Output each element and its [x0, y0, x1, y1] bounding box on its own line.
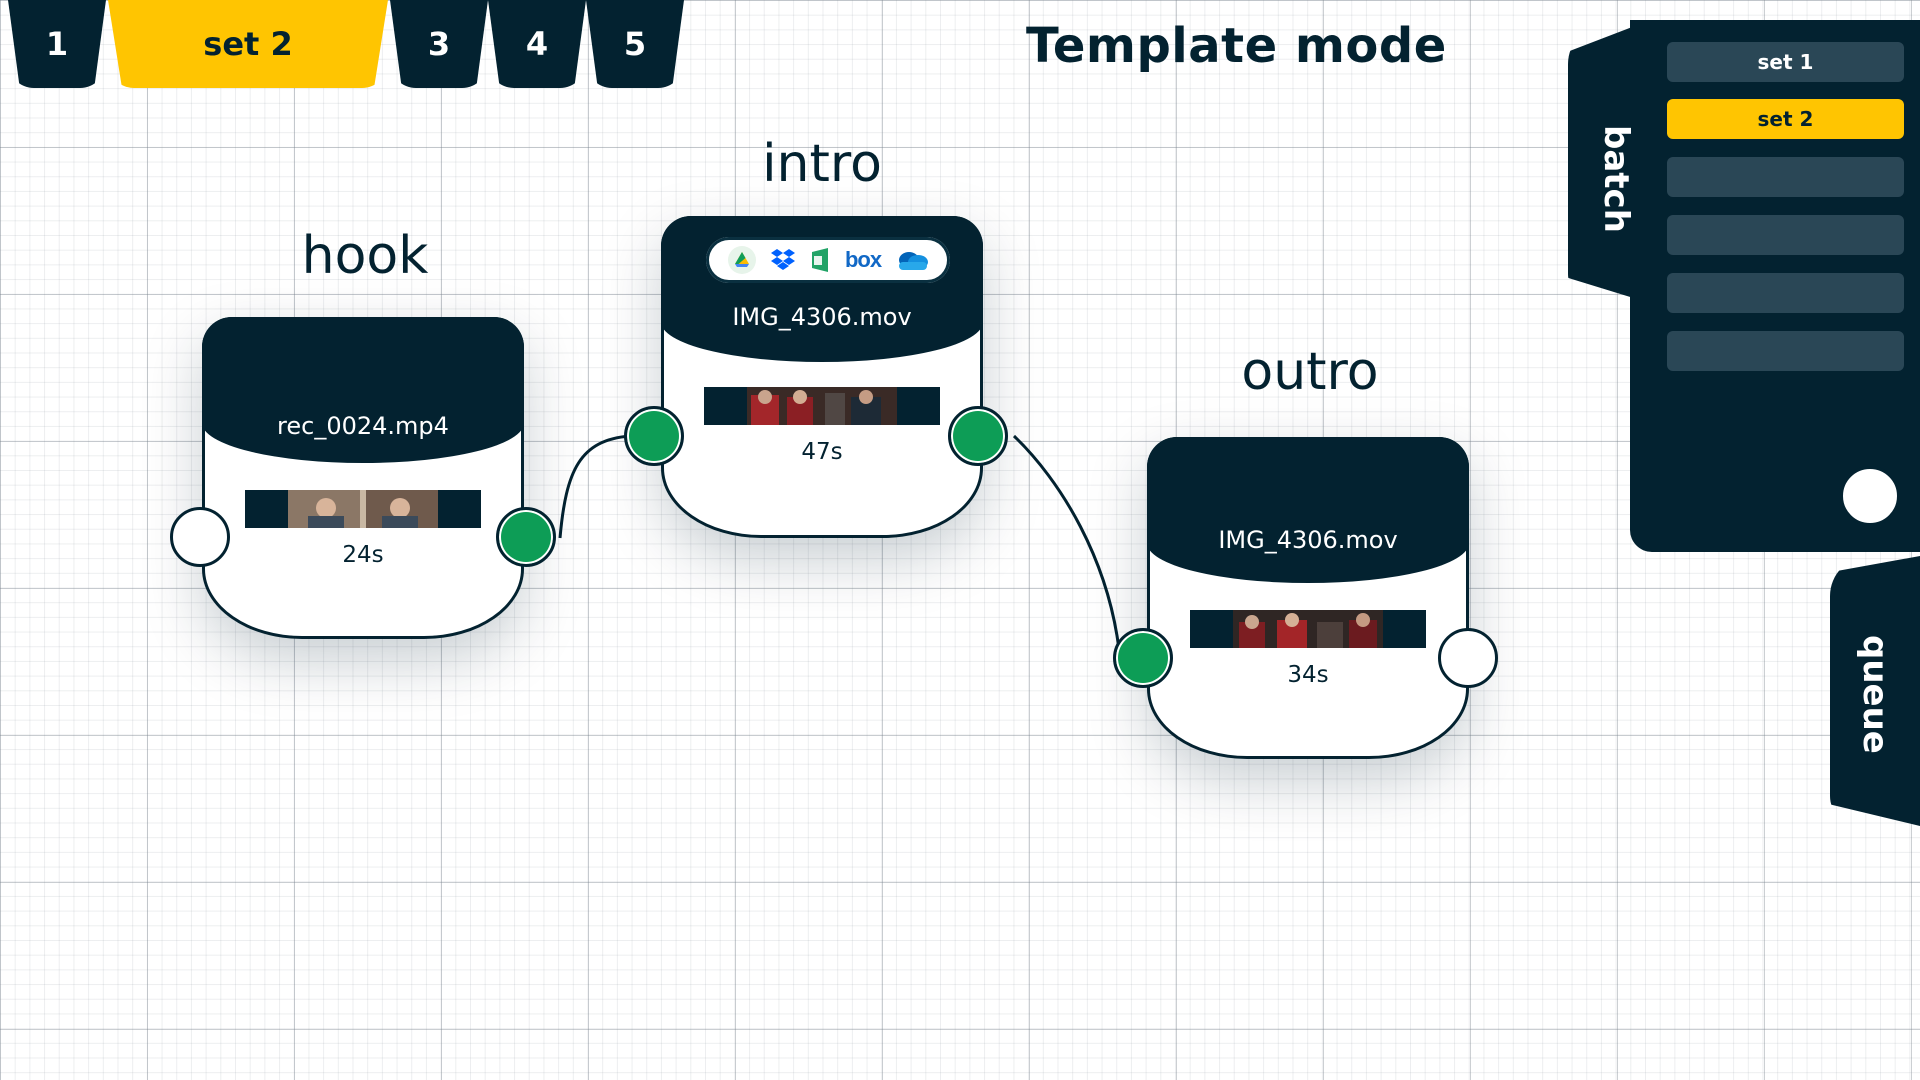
queue-panel-tab[interactable]	[1830, 556, 1920, 826]
batch-slot-set-2[interactable]: set 2	[1667, 99, 1904, 139]
batch-slot-label: set 2	[1757, 107, 1814, 131]
node-duration: 34s	[1287, 662, 1329, 688]
node-label-hook: hook	[301, 226, 429, 286]
onedrive-icon[interactable]	[895, 249, 929, 271]
node-hook[interactable]: rec_0024.mp4 24s	[202, 317, 524, 639]
thumbnail-frames	[1233, 610, 1383, 648]
video-thumbnail	[1190, 610, 1426, 648]
box-logo-text: box	[844, 247, 882, 272]
intro-output-port[interactable]	[948, 406, 1008, 466]
node-label-outro: outro	[1241, 342, 1379, 402]
batch-slot-empty[interactable]	[1667, 331, 1904, 371]
batch-slot-empty[interactable]	[1667, 157, 1904, 197]
node-file-name: IMG_4306.mov	[732, 303, 912, 331]
intro-input-port[interactable]	[624, 406, 684, 466]
batch-output-port[interactable]	[1840, 466, 1900, 526]
set-tab-3[interactable]: 3	[390, 0, 488, 88]
node-intro[interactable]: box IMG_4306.mov 47s	[661, 216, 983, 538]
set-tab-label: set 2	[203, 25, 293, 63]
sharepoint-icon[interactable]	[809, 248, 831, 272]
set-tab-label: 4	[525, 25, 549, 63]
node-header	[1147, 437, 1469, 583]
set-tab-2[interactable]: set 2	[108, 0, 388, 88]
set-tab-label: 3	[427, 25, 451, 63]
mode-title: Template mode	[1026, 18, 1447, 74]
set-tab-label: 1	[45, 25, 69, 63]
batch-title: batch	[1596, 125, 1636, 233]
batch-slot-empty[interactable]	[1667, 273, 1904, 313]
hook-output-port[interactable]	[496, 507, 556, 567]
outro-input-port[interactable]	[1113, 628, 1173, 688]
cloud-source-bar[interactable]: box	[706, 237, 950, 283]
thumbnail-frames	[288, 490, 438, 528]
set-tab-label: 5	[623, 25, 647, 63]
wire-intro-outro	[1012, 434, 1122, 659]
batch-slot-label: set 1	[1757, 50, 1814, 74]
set-tab-1[interactable]: 1	[8, 0, 106, 88]
thumbnail-frames	[747, 387, 897, 425]
wire-hook-intro	[558, 434, 631, 539]
node-outro[interactable]: IMG_4306.mov 34s	[1147, 437, 1469, 759]
batch-panel-tab[interactable]	[1568, 24, 1640, 300]
batch-slot-set-1[interactable]: set 1	[1667, 42, 1904, 82]
dropbox-icon[interactable]	[770, 249, 795, 271]
node-label-intro: intro	[762, 134, 882, 194]
video-thumbnail	[704, 387, 940, 425]
queue-title: queue	[1855, 635, 1895, 754]
box-icon[interactable]: box	[844, 247, 882, 273]
video-thumbnail	[245, 490, 481, 528]
set-tab-5[interactable]: 5	[586, 0, 684, 88]
google-drive-icon[interactable]	[727, 245, 757, 275]
hook-input-port[interactable]	[170, 507, 230, 567]
node-header	[202, 317, 524, 463]
batch-slot-empty[interactable]	[1667, 215, 1904, 255]
node-duration: 24s	[342, 542, 384, 568]
node-duration: 47s	[801, 439, 843, 465]
node-file-name: IMG_4306.mov	[1218, 526, 1398, 554]
node-file-name: rec_0024.mp4	[277, 412, 449, 440]
set-tab-4[interactable]: 4	[488, 0, 586, 88]
outro-output-port[interactable]	[1438, 628, 1498, 688]
